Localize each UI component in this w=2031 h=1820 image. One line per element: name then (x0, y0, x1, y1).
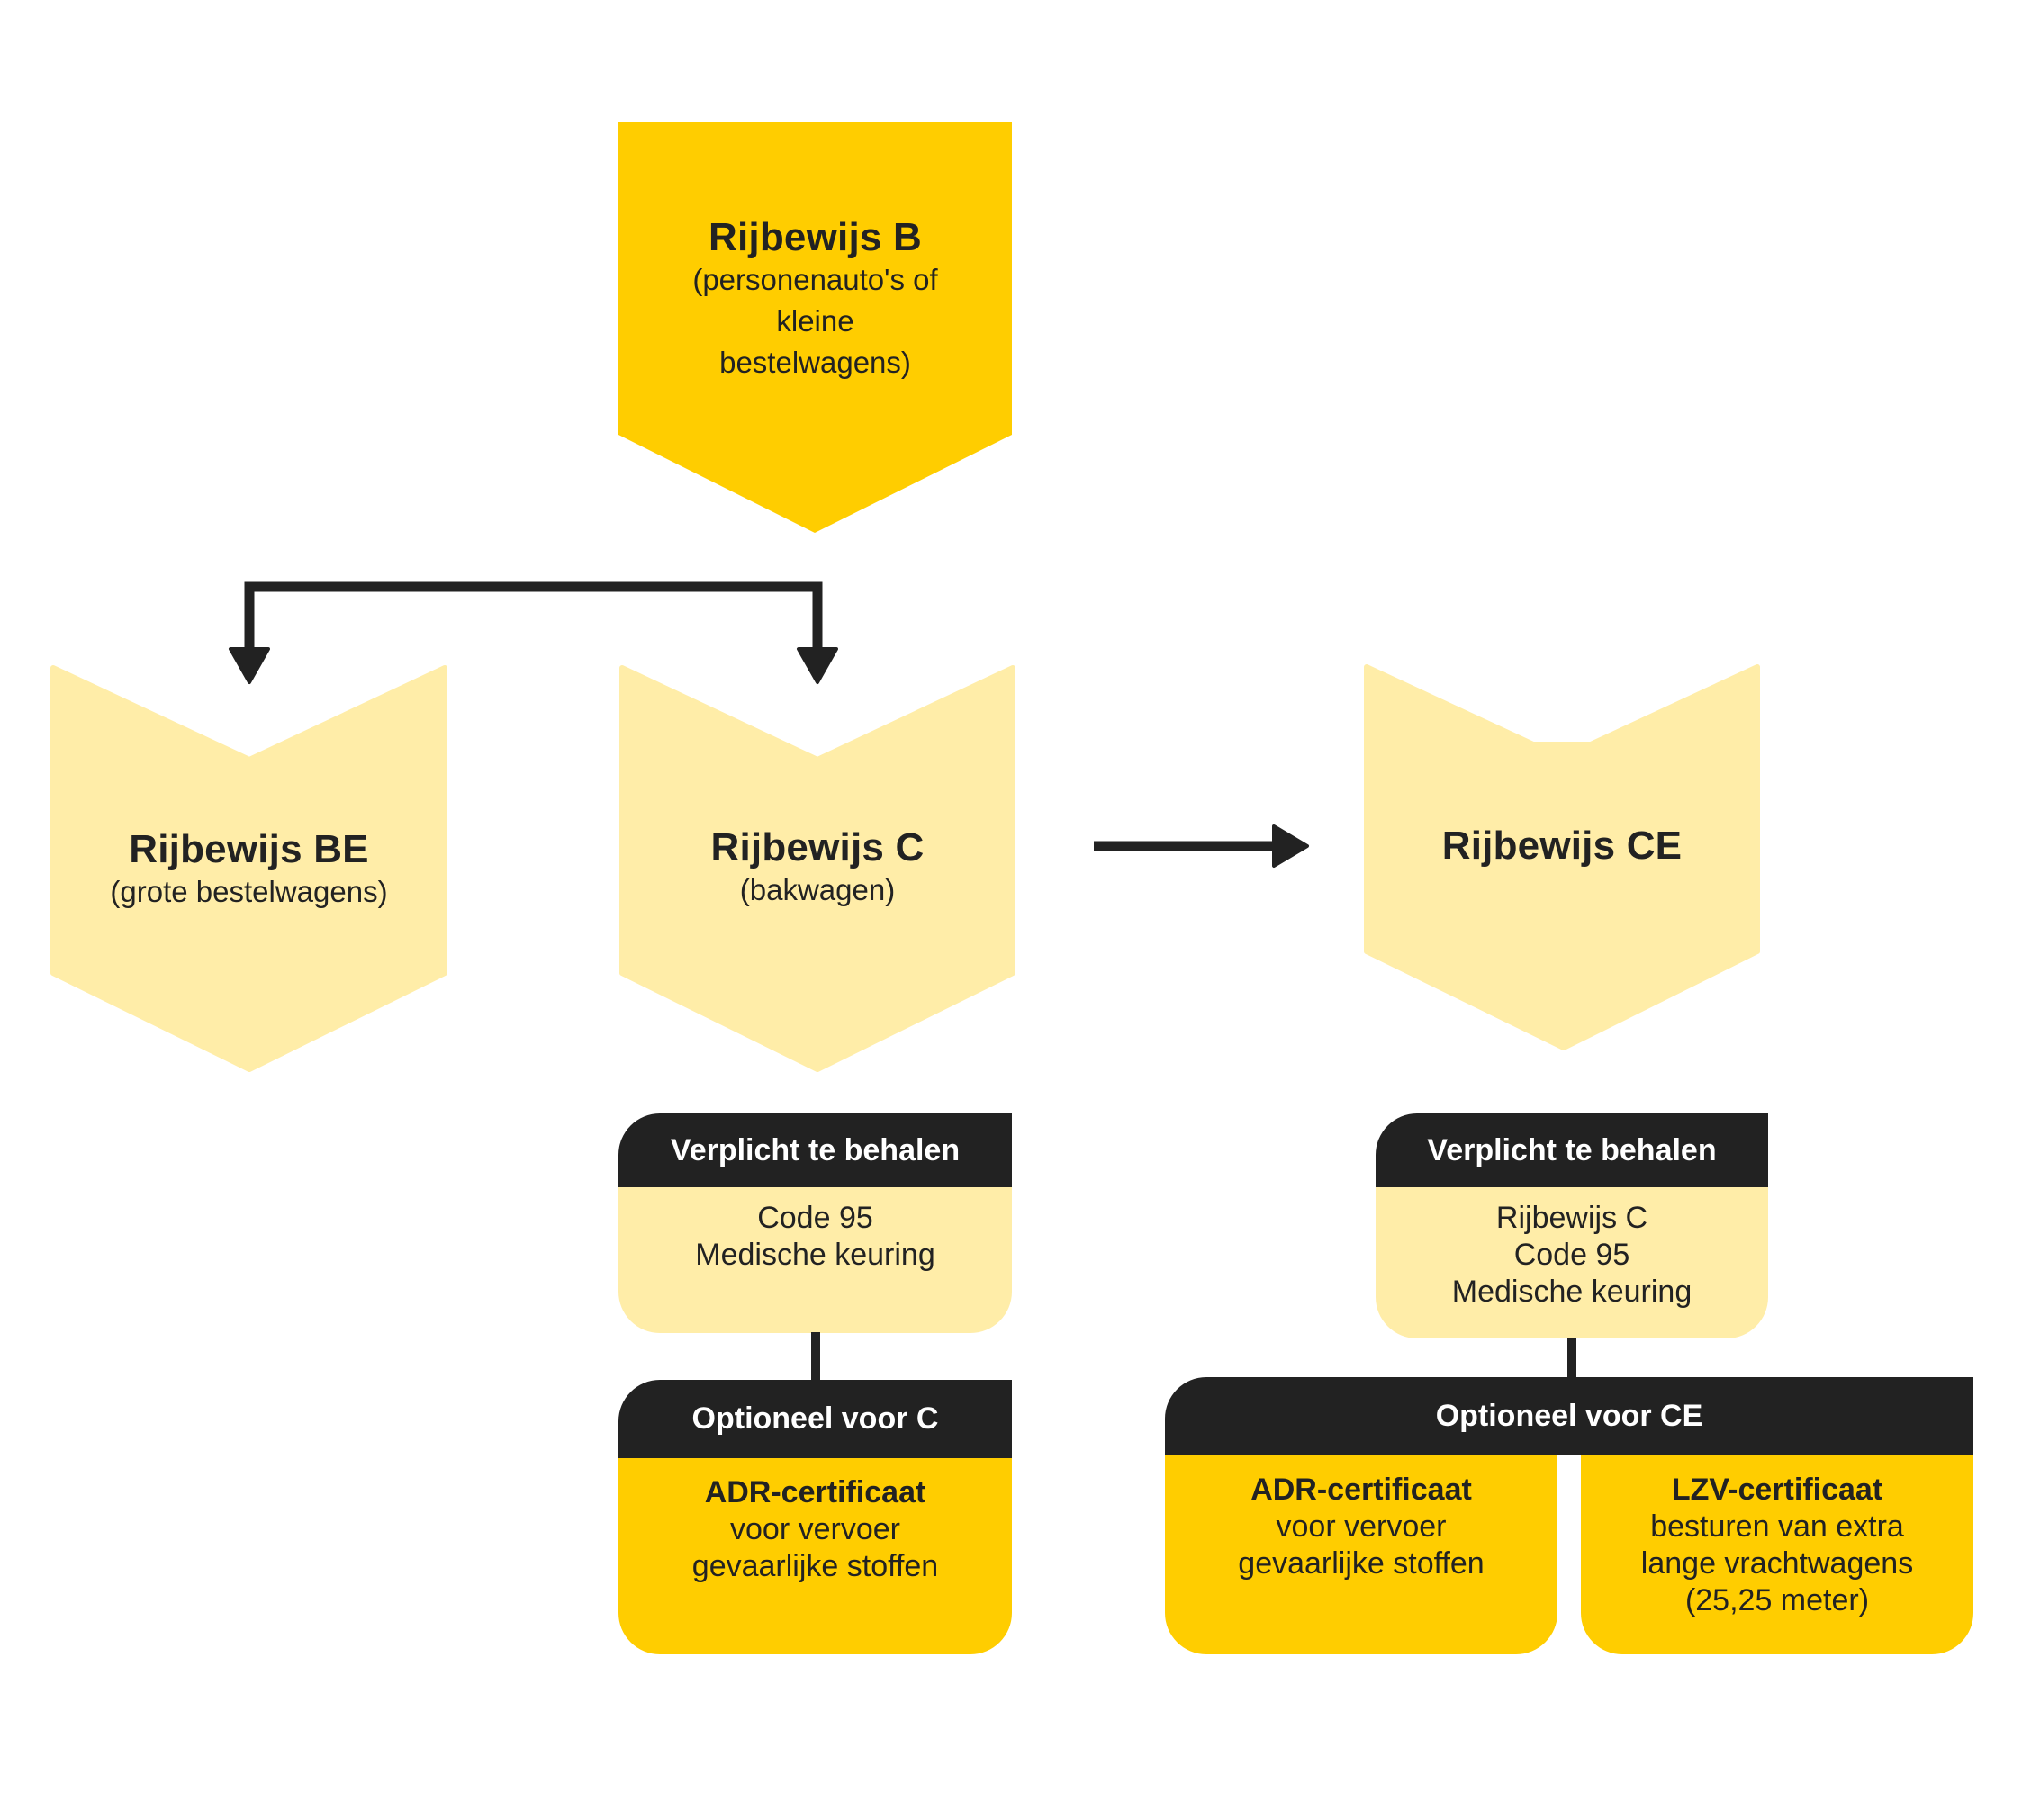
node-b-label: Rijbewijs B (personenauto's of kleine be… (618, 215, 1012, 383)
optional-item-line: besturen van extra (1650, 1509, 1904, 1544)
ce-required-header: Verplicht te behalen (1376, 1113, 1768, 1187)
required-item: Medische keuring (695, 1238, 935, 1272)
c-required-header: Verplicht te behalen (618, 1113, 1012, 1187)
required-item: Medische keuring (1451, 1275, 1692, 1309)
optional-item-line: gevaarlijke stoffen (691, 1549, 939, 1583)
node-b-subtitle-line: (personenauto's of (692, 263, 938, 297)
c-optional-header: Optioneel voor C (618, 1380, 1012, 1458)
ce-optional-header: Optioneel voor CE (1165, 1377, 1973, 1455)
node-c-shape (619, 665, 1016, 1072)
optional-item-title: LZV-certificaat (1671, 1473, 1883, 1507)
ce-required-card: Verplicht te behalen Rijbewijs C Code 95… (1376, 1113, 1768, 1338)
node-c-label: Rijbewijs C (bakwagen) (622, 825, 1013, 911)
required-item: Code 95 (757, 1201, 873, 1235)
split-connector-line (244, 581, 823, 652)
node-b-subtitle-line: bestelwagens) (719, 346, 911, 380)
ce-required-to-optional-connector (1567, 1338, 1576, 1379)
node-c-subtitle: (bakwagen) (739, 873, 896, 907)
node-b-subtitle-line: kleine (776, 304, 854, 338)
arrowhead-to-be-icon (229, 647, 270, 684)
c-required-body: Code 95 Medische keuring (618, 1187, 1012, 1333)
optional-item-line: (25,25 meter) (1684, 1583, 1870, 1617)
arrowhead-to-ce-icon (1272, 824, 1309, 868)
optional-item-title: ADR-certificaat (704, 1475, 926, 1509)
node-b-shape (618, 122, 1012, 533)
node-be-subtitle: (grote bestelwagens) (110, 875, 388, 909)
c-required-card: Verplicht te behalen Code 95 Medische ke… (618, 1113, 1012, 1333)
c-optional-card: Optioneel voor C ADR-certificaat voor ve… (618, 1380, 1012, 1654)
ce-optional-item-adr: ADR-certificaat voor vervoer gevaarlijke… (1165, 1455, 1557, 1654)
ce-required-body: Rijbewijs C Code 95 Medische keuring (1376, 1187, 1768, 1338)
arrowhead-to-c-icon (797, 647, 838, 684)
optional-item-line: gevaarlijke stoffen (1238, 1546, 1485, 1581)
node-b-title: Rijbewijs B (709, 215, 922, 259)
ce-optional-item-lzv: LZV-certificaat besturen van extra lange… (1581, 1455, 1973, 1654)
optional-item-line: voor vervoer (1276, 1509, 1447, 1544)
c-required-to-optional-connector (811, 1332, 820, 1382)
optional-item-title: ADR-certificaat (1250, 1473, 1472, 1507)
optional-item-line: voor vervoer (730, 1512, 900, 1546)
c-optional-item-adr: ADR-certificaat voor vervoer gevaarlijke… (618, 1458, 1012, 1654)
node-be-title: Rijbewijs BE (129, 827, 369, 871)
ce-optional-card: Optioneel voor CE ADR-certificaat voor v… (1165, 1377, 1973, 1654)
optional-item-line: lange vrachtwagens (1640, 1546, 1914, 1581)
node-ce-shape (1364, 664, 1760, 1050)
node-c-title: Rijbewijs C (710, 825, 925, 869)
node-be-label: Rijbewijs BE (grote bestelwagens) (53, 827, 445, 913)
required-item: Rijbewijs C (1495, 1201, 1648, 1235)
required-item: Code 95 (1513, 1238, 1630, 1272)
node-ce-label: Rijbewijs CE (1367, 824, 1757, 868)
node-ce-title: Rijbewijs CE (1441, 824, 1683, 868)
node-be-shape (50, 665, 447, 1072)
